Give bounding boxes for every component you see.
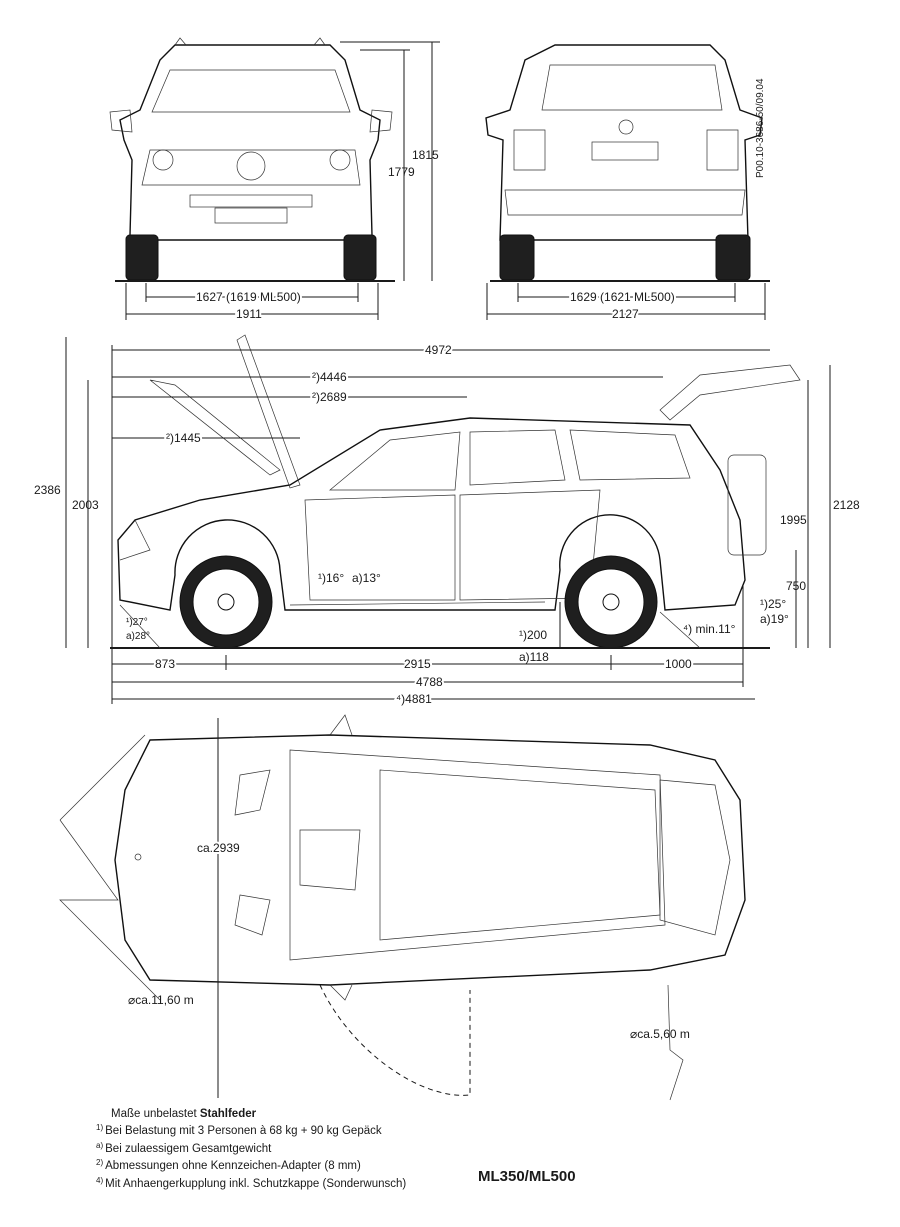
note-4: 4)Mit Anhaengerkupplung inkl. Schutzkapp…	[96, 1175, 407, 1190]
note-a: a)Bei zulaessigem Gesamtgewicht	[96, 1140, 272, 1155]
departure-unladen: ¹)25°	[760, 597, 786, 611]
top-view	[59, 714, 746, 1101]
note-2: 2)Abmessungen ohne Kennzeichen-Adapter (…	[96, 1158, 361, 1173]
front-track: 1627 (1619 ML500)	[196, 290, 301, 304]
ground-clearance: ¹)200	[519, 628, 547, 642]
angle-front-unladen: ¹)16°	[318, 571, 344, 585]
angle-front-laden: a)13°	[352, 571, 381, 585]
length: 4788	[416, 675, 443, 689]
min-angle: ⁴) min.11°	[683, 622, 736, 636]
front-height-body: 1779	[388, 165, 415, 179]
turning-circle: ⌀ca.11,60 m	[128, 993, 194, 1007]
turning-small: ⌀ca.5,60 m	[630, 1027, 690, 1041]
length-hood-open: ²)4446	[312, 370, 347, 384]
rear-width: 2127	[612, 307, 639, 321]
length-open-tailgate: 4972	[425, 343, 452, 357]
length-front-to-hood: ²)1445	[166, 431, 201, 445]
approach-laden: a)28°	[126, 631, 150, 642]
drawing-code: P00.10-3686-50/09.04	[755, 78, 766, 178]
side-view	[65, 334, 831, 704]
ground-clearance-laden: a)118	[519, 650, 549, 664]
length-hitch: ⁴)4881	[396, 692, 432, 706]
note-1: 1)Bei Belastung mit 3 Personen à 68 kg +…	[96, 1123, 382, 1138]
front-width: 1911	[236, 307, 262, 321]
door-swing: ca.2939	[197, 841, 240, 855]
note-unladen: Maße unbelastet Stahlfeder	[111, 1108, 257, 1120]
length-to-rear-door: ²)2689	[312, 390, 347, 404]
height-tailgate-total: 2128	[833, 498, 860, 512]
departure-laden: a)19°	[760, 612, 789, 626]
approach-unladen: ¹)27°	[126, 617, 148, 628]
rear-track: 1629 (1621 ML500)	[570, 290, 675, 304]
rear-view	[485, 44, 770, 320]
front-view	[109, 37, 440, 320]
rear-overhang: 1000	[665, 657, 692, 671]
height-tailgate-open: 2386	[34, 483, 61, 497]
wheelbase: 2915	[404, 657, 431, 671]
footnotes: Maße unbelastet Stahlfeder 1)Bei Belastu…	[96, 1107, 406, 1191]
model-name: ML350/ML500	[478, 1168, 576, 1185]
height-hood-open: 2003	[72, 498, 99, 512]
height-rear: 1995	[780, 513, 807, 527]
height-load: 750	[786, 579, 806, 593]
front-height-total: 1815	[412, 148, 439, 162]
front-overhang: 873	[155, 657, 175, 671]
